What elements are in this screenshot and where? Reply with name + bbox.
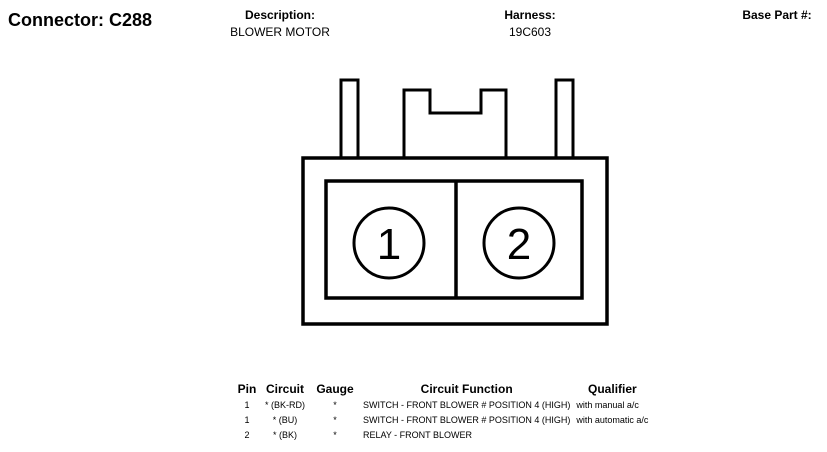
table-row: 1 * (BU) * SWITCH - FRONT BLOWER # POSIT…	[234, 413, 651, 428]
pin-1-circle	[352, 206, 426, 280]
col-header-circuit: Circuit	[265, 382, 304, 396]
cell-circuit: * (BU)	[272, 415, 298, 425]
cell-circuit: * (BK-RD)	[265, 400, 305, 410]
description-value: BLOWER MOTOR	[230, 25, 330, 39]
table-row: 1 * (BK-RD) * SWITCH - FRONT BLOWER # PO…	[234, 398, 651, 413]
table-header-row: Pin Circuit Gauge Circuit Function Quali…	[234, 382, 651, 398]
col-header-pin: Pin	[237, 382, 257, 396]
cell-gauge: *	[333, 400, 337, 410]
cell-gauge: *	[333, 415, 337, 425]
harness-value: 19C603	[508, 25, 552, 39]
table-row: 2 * (BK) * RELAY - FRONT BLOWER	[234, 428, 651, 443]
center-key	[402, 88, 508, 158]
cell-pin: 1	[244, 400, 250, 410]
harness-label: Harness:	[504, 8, 556, 22]
cell-function: SWITCH - FRONT BLOWER # POSITION 4 (HIGH…	[363, 400, 571, 410]
cell-circuit: * (BK)	[272, 430, 297, 440]
cell-function: RELAY - FRONT BLOWER	[363, 430, 473, 440]
col-header-function: Circuit Function	[420, 382, 513, 396]
pin-2-label: 2	[507, 220, 531, 269]
description-label: Description:	[244, 8, 315, 22]
cell-qualifier: with manual a/c	[576, 400, 639, 410]
pin-1-label: 1	[377, 220, 401, 269]
left-latch-tab	[339, 78, 360, 160]
connector-title: Connector: C288	[8, 10, 153, 30]
pin-table: Pin Circuit Gauge Circuit Function Quali…	[234, 382, 651, 443]
cell-qualifier: with automatic a/c	[576, 415, 649, 425]
col-header-qualifier: Qualifier	[588, 382, 637, 396]
col-header-gauge: Gauge	[316, 382, 354, 396]
cell-gauge: *	[333, 430, 337, 440]
right-latch-tab	[554, 78, 575, 160]
cell-pin: 2	[244, 430, 250, 440]
cell-pin: 1	[244, 415, 250, 425]
base-part-label: Base Part #:	[742, 8, 812, 22]
pin-2-circle	[482, 206, 556, 280]
cell-function: SWITCH - FRONT BLOWER # POSITION 4 (HIGH…	[363, 415, 571, 425]
cell-qualifier	[573, 428, 651, 443]
